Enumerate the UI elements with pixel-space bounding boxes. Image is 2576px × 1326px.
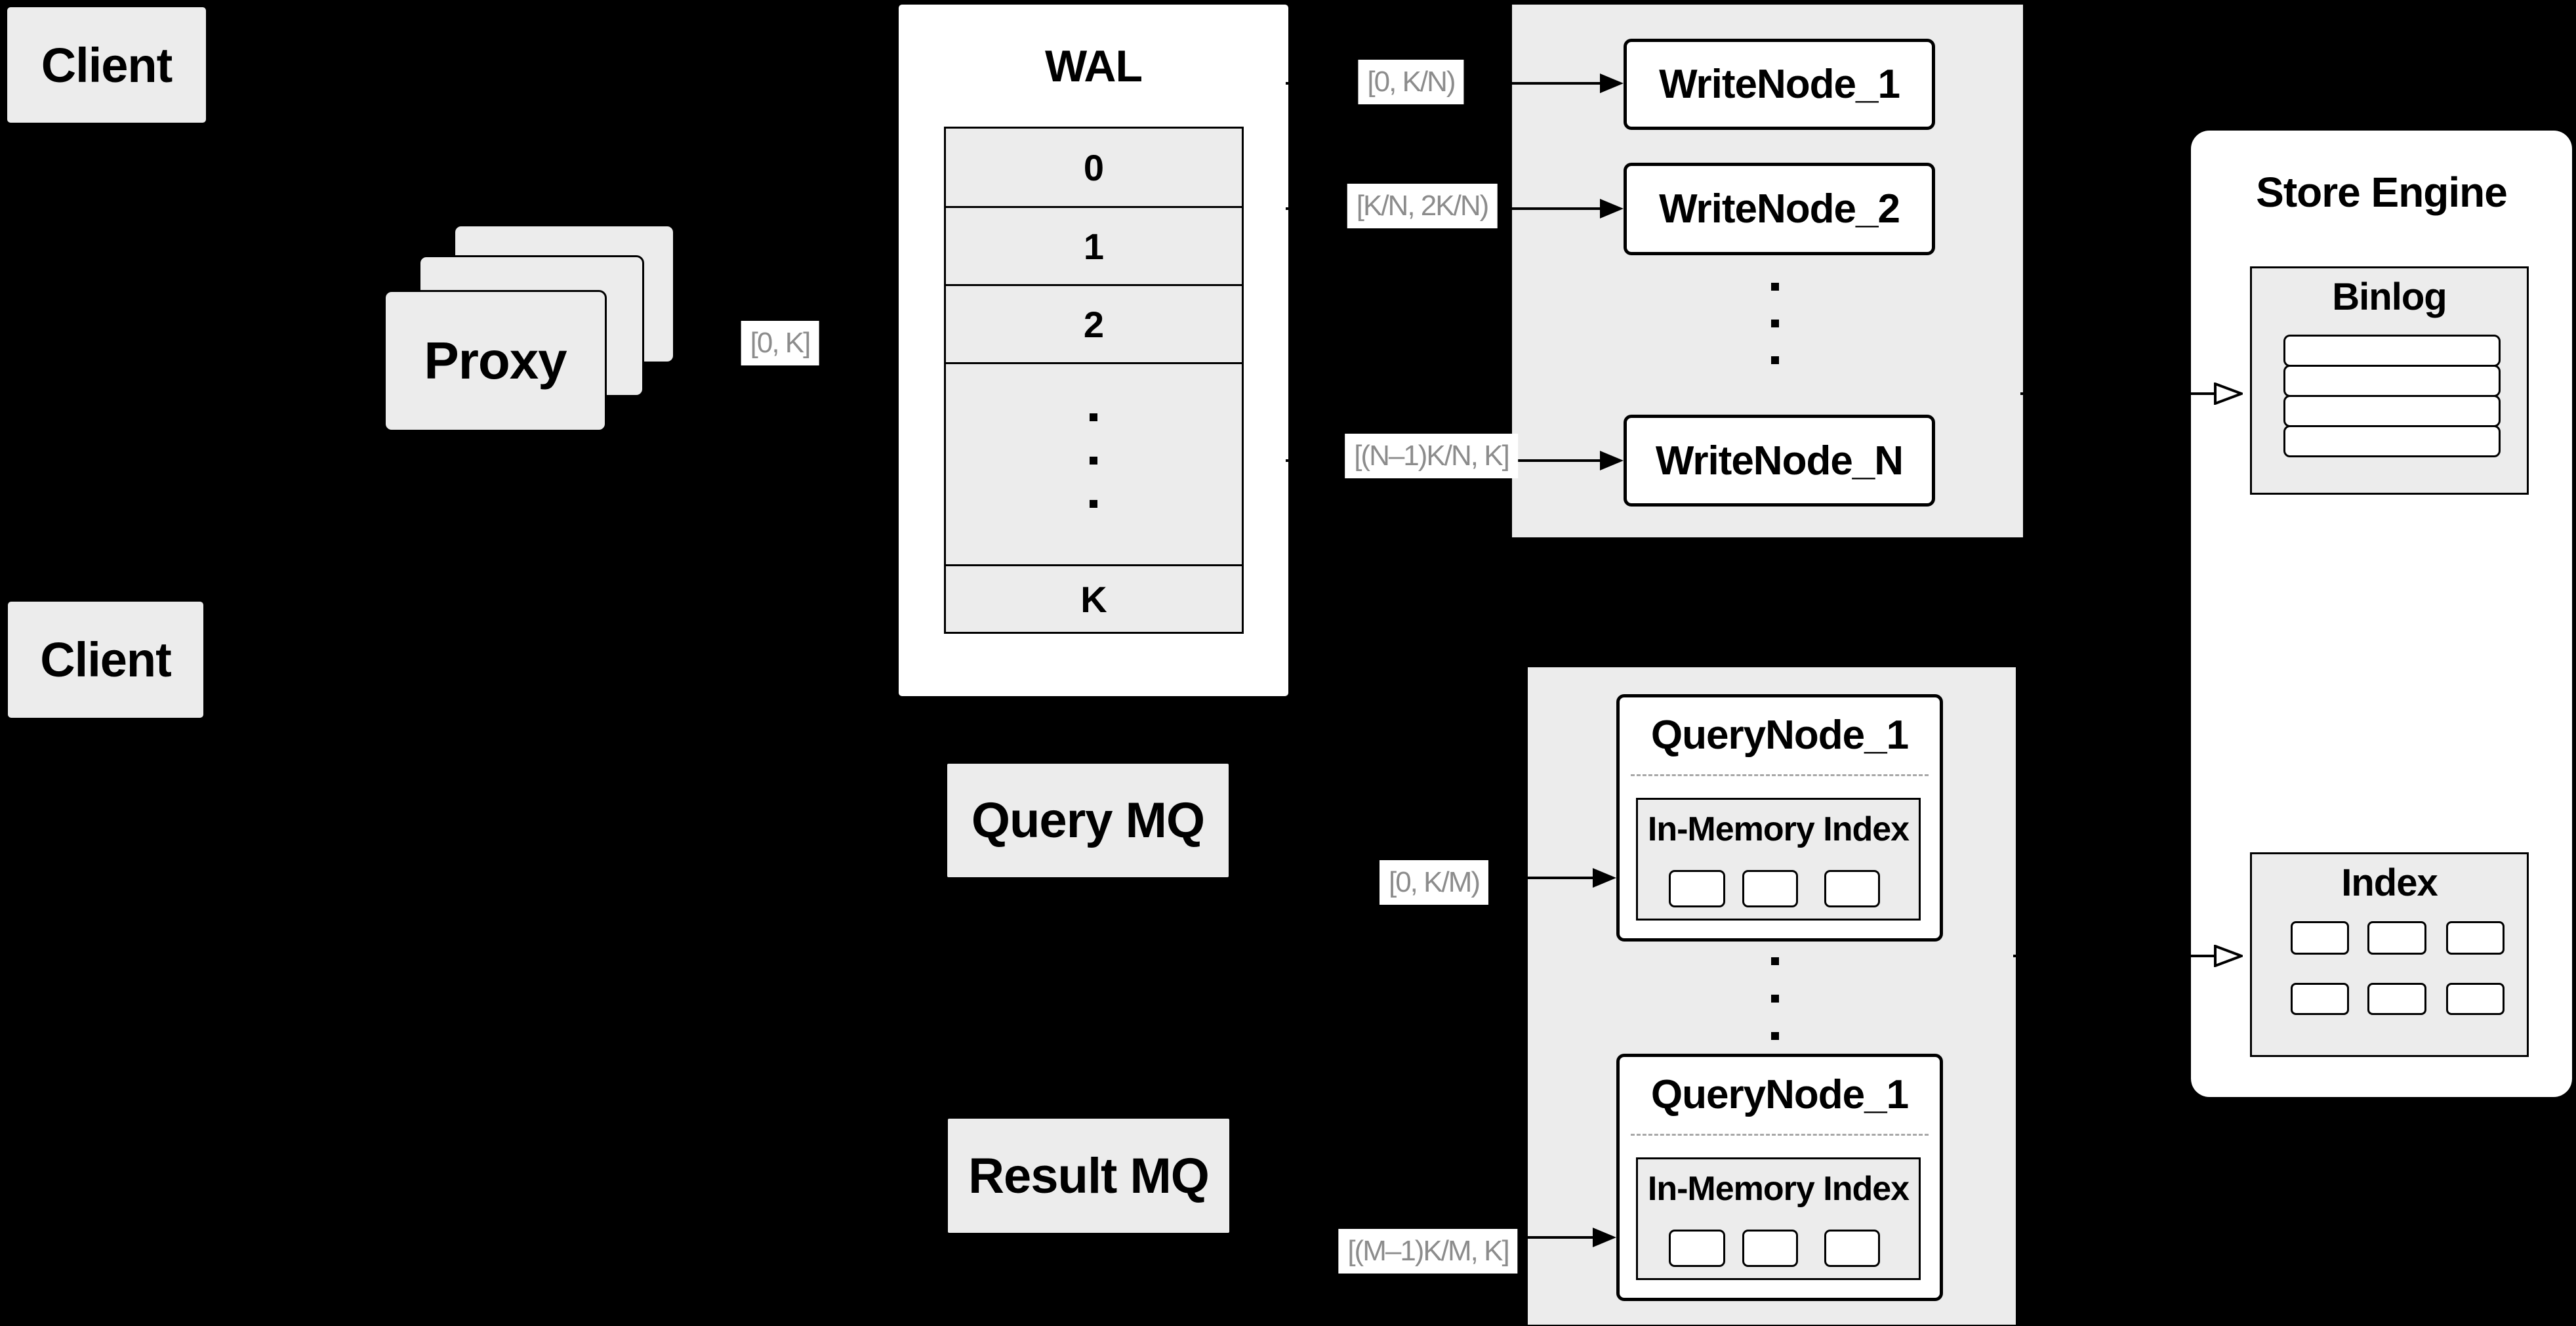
result-mq-label: Result MQ	[968, 1148, 1210, 1204]
write-node-1-box: WriteNode_1	[1624, 39, 1935, 130]
binlog-row	[2283, 425, 2501, 457]
query-node-1-label: QueryNode_1	[1650, 712, 1909, 758]
index-segment-cell	[2367, 921, 2426, 955]
write-node-2-box: WriteNode_2	[1624, 163, 1935, 255]
arrow-writenodes-to-binlog	[2020, 382, 2245, 405]
query-node-2-segment-cell	[1824, 1230, 1880, 1267]
index-box	[2250, 852, 2529, 1057]
filled-arrowhead-icon	[1600, 199, 1624, 218]
binlog-row	[2283, 365, 2501, 397]
query-node-1-divider	[1631, 774, 1929, 776]
query-node-ellipsis-dots	[1771, 957, 1779, 1040]
result-mq-box: Result MQ	[947, 1117, 1231, 1234]
query-node-1-segment-cell	[1742, 870, 1798, 907]
edge-label-writenode-n: [(N–1)K/N, K]	[1345, 434, 1518, 478]
query-node-2-label: QueryNode_1	[1650, 1071, 1909, 1117]
index-segment-cell	[2291, 983, 2349, 1015]
open-arrowhead-icon	[2214, 382, 2245, 408]
binlog-row	[2283, 395, 2501, 427]
proxy-box: Proxy	[384, 290, 607, 432]
client-top-label: Client	[41, 37, 173, 93]
wal-ellipsis-dots	[1090, 413, 1097, 508]
binlog-rows	[2283, 335, 2501, 457]
index-segment-cell	[2446, 921, 2504, 955]
binlog-row	[2283, 335, 2501, 367]
wal-row-ellipsis	[946, 364, 1242, 566]
query-node-1-segment-cell	[1824, 870, 1880, 907]
wal-row-2: 2	[946, 286, 1242, 364]
wal-row-1: 1	[946, 208, 1242, 286]
wal-table: 0 1 2 K	[944, 127, 1244, 634]
write-node-n-box: WriteNode_N	[1624, 415, 1935, 507]
query-mq-box: Query MQ	[946, 762, 1230, 879]
query-node-2-title-area: QueryNode_1	[1616, 1054, 1943, 1135]
query-node-2-inmemory-title: In-Memory Index	[1647, 1170, 1910, 1208]
wal-title: WAL	[1044, 41, 1143, 91]
query-mq-label: Query MQ	[971, 793, 1205, 848]
query-node-1-segment-cell	[1669, 870, 1725, 907]
filled-arrowhead-icon	[1593, 1228, 1616, 1247]
index-segment-cell	[2446, 983, 2504, 1015]
client-top-box: Client	[5, 5, 208, 125]
wal-row-0: 0	[946, 129, 1242, 208]
wal-row-k: K	[946, 566, 1242, 632]
proxy-label: Proxy	[424, 331, 567, 390]
edge-label-querynode-2: [(M–1)K/M, K]	[1338, 1229, 1518, 1274]
query-node-2-segment-cell	[1669, 1230, 1725, 1267]
edge-label-querynode-1: [0, K/M)	[1379, 860, 1489, 905]
index-title: Index	[2341, 861, 2438, 904]
open-arrowhead-icon	[2214, 944, 2245, 970]
write-node-1-label: WriteNode_1	[1659, 62, 1900, 107]
query-node-1-inmemory-title: In-Memory Index	[1647, 810, 1910, 848]
client-bottom-box: Client	[6, 600, 205, 720]
query-node-2-segment-cell	[1742, 1230, 1798, 1267]
index-segment-cell	[2291, 921, 2349, 955]
write-node-n-label: WriteNode_N	[1655, 438, 1904, 484]
client-bottom-label: Client	[40, 632, 172, 687]
edge-label-writenode-2: [K/N, 2K/N)	[1347, 184, 1498, 228]
edge-label-proxy-to-wal: [0, K]	[741, 321, 819, 365]
arrow-querynodes-to-index	[2013, 944, 2245, 968]
binlog-title: Binlog	[2332, 276, 2447, 318]
edge-label-writenode-1: [0, K/N)	[1358, 60, 1464, 104]
query-node-2-divider	[1631, 1134, 1929, 1136]
filled-arrowhead-icon	[1600, 451, 1624, 470]
index-segment-cell	[2367, 983, 2426, 1015]
store-engine-title: Store Engine	[2256, 169, 2508, 216]
filled-arrowhead-icon	[1600, 73, 1624, 93]
query-node-1-title-area: QueryNode_1	[1616, 694, 1943, 776]
write-node-2-label: WriteNode_2	[1659, 186, 1900, 232]
write-node-ellipsis-dots	[1771, 283, 1779, 364]
filled-arrowhead-icon	[1593, 868, 1616, 888]
